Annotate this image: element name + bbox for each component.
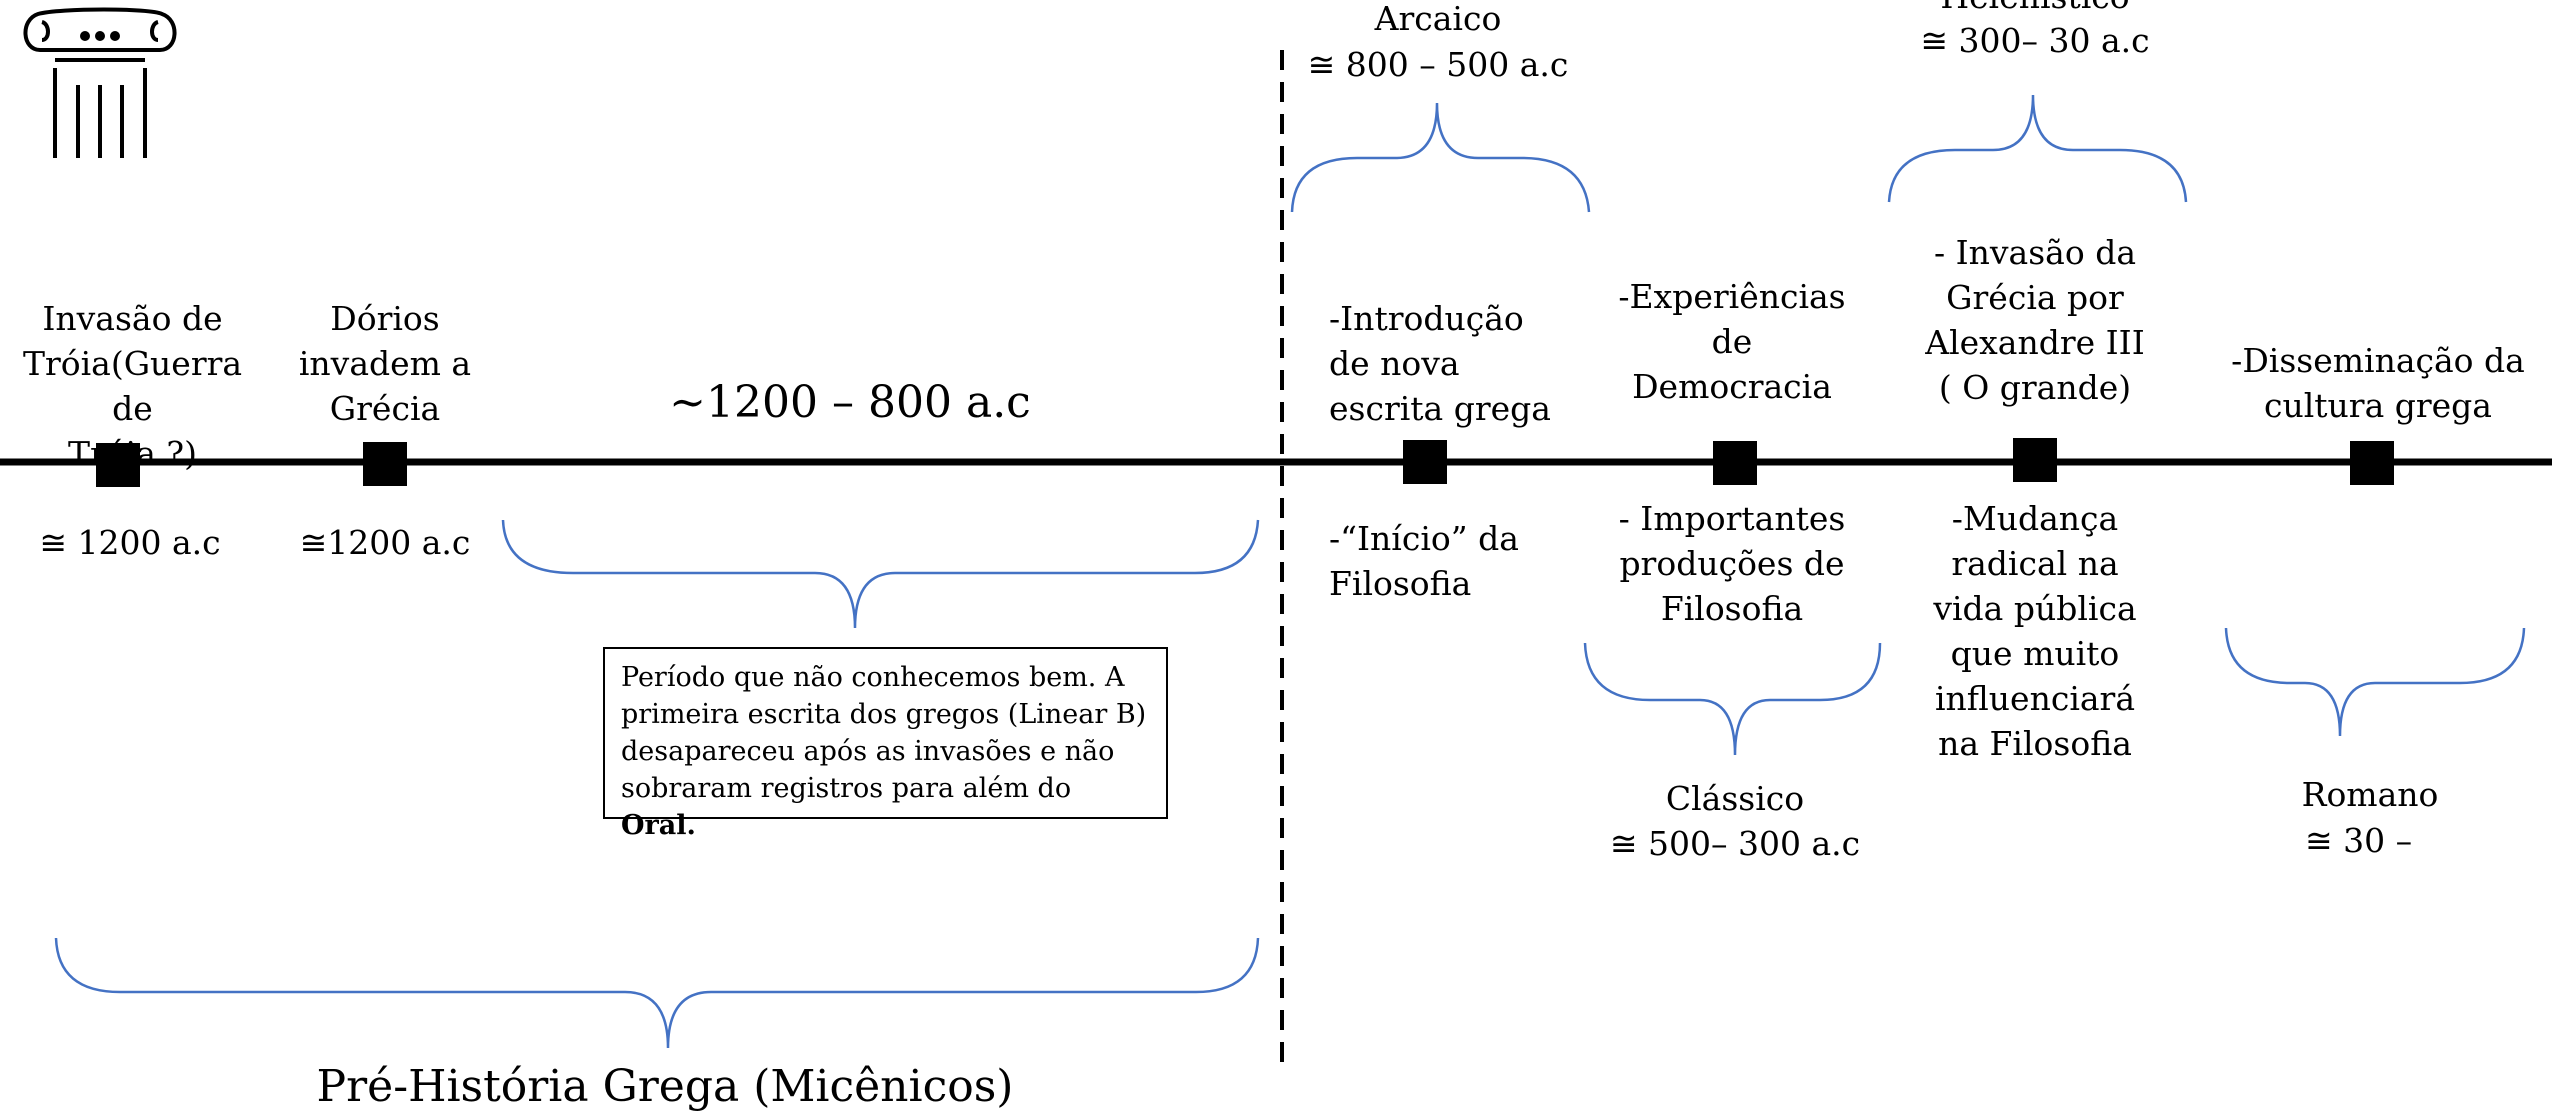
event-marker-troia (96, 443, 140, 487)
brace-dark-age (501, 519, 1260, 629)
brace-arcaico (1290, 102, 1591, 213)
event-date-troia: ≅ 1200 a.c (39, 523, 221, 562)
event-label-alexandre: - Invasão da Grécia por Alexandre III ( … (1925, 233, 2145, 407)
brace-prehistory (54, 937, 1260, 1049)
period-classico-range: ≅ 500– 300 a.c (1609, 824, 1861, 863)
period-arcaico-range: ≅ 800 – 500 a.c (1307, 45, 1569, 84)
greek-column-icon (23, 7, 177, 158)
event-label-disseminacao: -Disseminação da cultura grega (2231, 341, 2525, 425)
dark-age-range: ~1200 – 800 a.c (669, 377, 1031, 428)
note-bold: Oral. (621, 810, 696, 841)
event-label-mudanca: -Mudança radical na vida pública que mui… (1933, 499, 2137, 763)
period-arcaico-name: Arcaico (1374, 0, 1502, 38)
event-label-democracia: -Experiências de Democracia (1618, 277, 1846, 406)
event-date-dorios: ≅1200 a.c (299, 523, 471, 562)
event-marker-romano (2350, 441, 2394, 485)
event-marker-democracia (1713, 441, 1757, 485)
event-label-dorios: Dórios invadem a Grécia (298, 299, 472, 428)
brace-classico (1583, 642, 1882, 756)
event-marker-dorios (363, 442, 407, 486)
period-romano-range: ≅ 30 – (2305, 821, 2413, 860)
note-box: Período que não conhecemos bem. A primei… (603, 647, 1168, 841)
event-marker-escrita (1403, 440, 1447, 484)
period-helenistico-name: Helenístico (1885, 0, 2185, 19)
event-label-inicio-filosofia: -“Início” da Filosofia (1329, 519, 1519, 603)
period-classico-name: Clássico (1665, 779, 1805, 818)
event-label-troia: Invasão de Tróia(Guerra de Tróia ?) (22, 299, 243, 473)
period-helenistico-range: ≅ 300– 30 a.c (1920, 21, 2150, 60)
period-romano-name: Romano (2301, 775, 2439, 814)
event-label-producoes: - Importantes produções de Filosofia (1618, 499, 1846, 628)
prehistory-label: Pré-História Grega (Micênicos) (316, 1061, 1014, 1112)
brace-romano (2224, 627, 2526, 737)
event-label-escrita: -Introdução de nova escrita grega (1329, 299, 1551, 428)
brace-helenistico (1887, 94, 2188, 203)
event-marker-alexandre (2013, 438, 2057, 482)
note-text: Período que não conhecemos bem. A primei… (621, 662, 1147, 804)
